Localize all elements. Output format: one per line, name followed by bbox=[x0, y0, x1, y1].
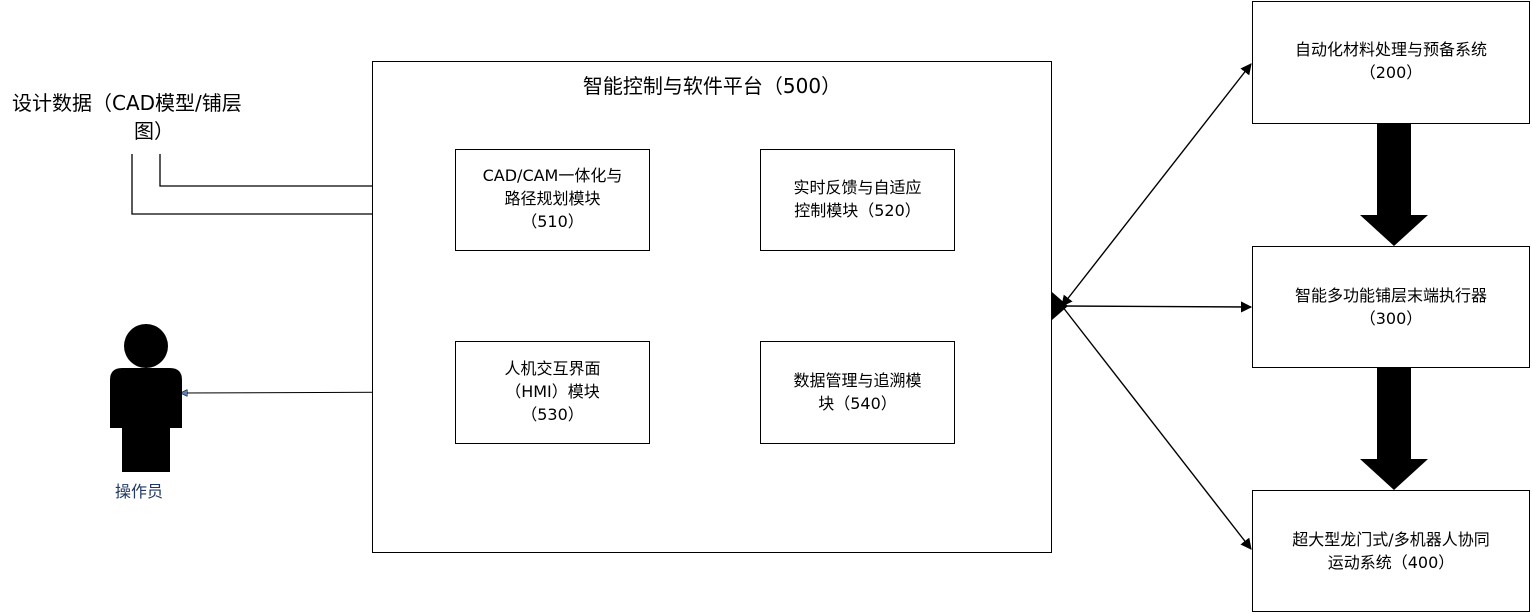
module-510-line3: （510） bbox=[521, 212, 584, 231]
module-540-line1: 数据管理与追溯模 bbox=[793, 371, 922, 390]
system-400: 超大型龙门式/多机器人协同 运动系统（400） bbox=[1252, 490, 1530, 612]
module-510-line1: CAD/CAM一体化与 bbox=[482, 166, 623, 185]
module-510-line2: 路径规划模块 bbox=[504, 189, 601, 208]
system-400-line1: 超大型龙门式/多机器人协同 bbox=[1292, 530, 1490, 549]
design-data-line2: 图） bbox=[134, 119, 174, 143]
system-300-line2: （300） bbox=[1359, 309, 1423, 328]
design-data-line1: 设计数据（CAD模型/铺层 bbox=[12, 91, 242, 115]
module-520-line1: 实时反馈与自适应 bbox=[793, 178, 922, 197]
operator-label: 操作员 bbox=[115, 482, 164, 501]
platform-title: 智能控制与软件平台（500） bbox=[582, 74, 842, 98]
module-510: CAD/CAM一体化与 路径规划模块 （510） bbox=[455, 149, 650, 251]
module-530-line2: （HMI）模块 bbox=[505, 382, 600, 401]
module-540-line2: 块（540） bbox=[818, 394, 897, 413]
system-200-line1: 自动化材料处理与预备系统 bbox=[1294, 40, 1487, 59]
module-530-line1: 人机交互界面 bbox=[504, 359, 601, 378]
person-icon bbox=[110, 324, 182, 472]
arrow-200-300 bbox=[1360, 124, 1428, 246]
system-300-line1: 智能多功能铺层末端执行器 bbox=[1294, 286, 1487, 305]
module-520-line2: 控制模块（520） bbox=[794, 201, 921, 220]
arrow-300-400 bbox=[1360, 368, 1428, 490]
system-200-line2: （200） bbox=[1359, 63, 1423, 82]
system-200: 自动化材料处理与预备系统 （200） bbox=[1252, 1, 1530, 124]
module-540: 数据管理与追溯模 块（540） bbox=[760, 341, 955, 444]
system-300: 智能多功能铺层末端执行器 （300） bbox=[1252, 246, 1530, 368]
control-platform-500: 智能控制与软件平台（500） bbox=[372, 61, 1052, 553]
module-530: 人机交互界面 （HMI）模块 （530） bbox=[455, 341, 650, 444]
module-520: 实时反馈与自适应 控制模块（520） bbox=[760, 149, 955, 251]
platform-fan-arrows bbox=[1052, 63, 1253, 550]
design-data-label: 设计数据（CAD模型/铺层 图） bbox=[12, 89, 242, 145]
module-530-line3: （530） bbox=[521, 405, 584, 424]
system-400-line2: 运动系统（400） bbox=[1327, 553, 1455, 572]
